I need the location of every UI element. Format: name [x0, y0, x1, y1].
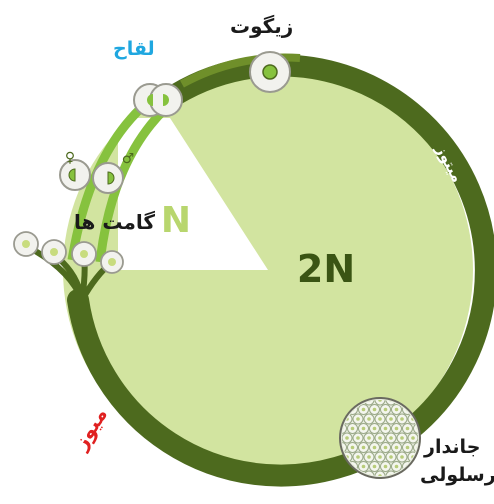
male-gamete-icon — [92, 162, 124, 194]
outer-ring-highlight — [180, 53, 301, 88]
organism-label-line2: پرسلولی — [420, 464, 494, 486]
gametes-label: گامت ها — [74, 210, 156, 234]
organism-label-line1: جاندار — [424, 436, 481, 458]
outer-ring-arc — [67, 54, 494, 487]
gamete-cell-icon — [71, 241, 97, 267]
haploid-label: N — [161, 200, 191, 241]
fertilization-label: لقاح — [113, 38, 155, 60]
gamete-cell-icon — [41, 239, 67, 265]
male-symbol: ♂ — [122, 151, 135, 167]
zygote-label: زیگوت — [230, 14, 294, 38]
female-gamete-icon — [59, 159, 91, 191]
fused-gametes-icon — [133, 83, 183, 117]
gamete-cell-icon — [13, 231, 39, 257]
diploid-label: 2N — [297, 247, 355, 291]
zygote-cell-icon — [249, 51, 291, 93]
gamete-branches — [27, 245, 115, 303]
gamete-cell-icon — [100, 250, 124, 274]
haploid-wedge-fill — [118, 118, 170, 270]
female-symbol: ♀ — [65, 150, 75, 166]
meiosis-label: میوز — [68, 403, 113, 454]
